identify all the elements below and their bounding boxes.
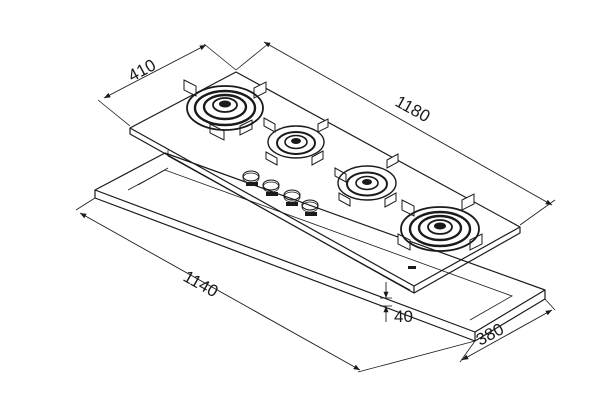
- cutout-slab: [94, 152, 546, 342]
- control-knobs: [242, 170, 319, 216]
- burner-front-right: [397, 193, 483, 252]
- hob-glass-top: [129, 71, 521, 294]
- brand-badge: [408, 266, 416, 269]
- burner-rear-middle: [263, 117, 329, 166]
- burner-rear-left: [183, 79, 267, 141]
- burner-front-middle: [334, 153, 399, 208]
- dimension-cutout-depth-label: 380: [473, 319, 507, 349]
- control-knob: [242, 170, 260, 186]
- dimension-length-label: 1180: [392, 92, 433, 126]
- control-knob: [262, 179, 280, 196]
- dimension-depth: 410: [97, 43, 237, 127]
- dimension-cutout-depth: 380: [459, 298, 556, 363]
- control-knob: [283, 189, 301, 206]
- dimension-height-label: 40: [394, 307, 413, 326]
- dimension-height: 40: [380, 282, 413, 326]
- control-knob: [301, 199, 319, 216]
- dimension-depth-label: 410: [125, 55, 159, 85]
- dimension-cutout-length-label: 1140: [180, 267, 221, 301]
